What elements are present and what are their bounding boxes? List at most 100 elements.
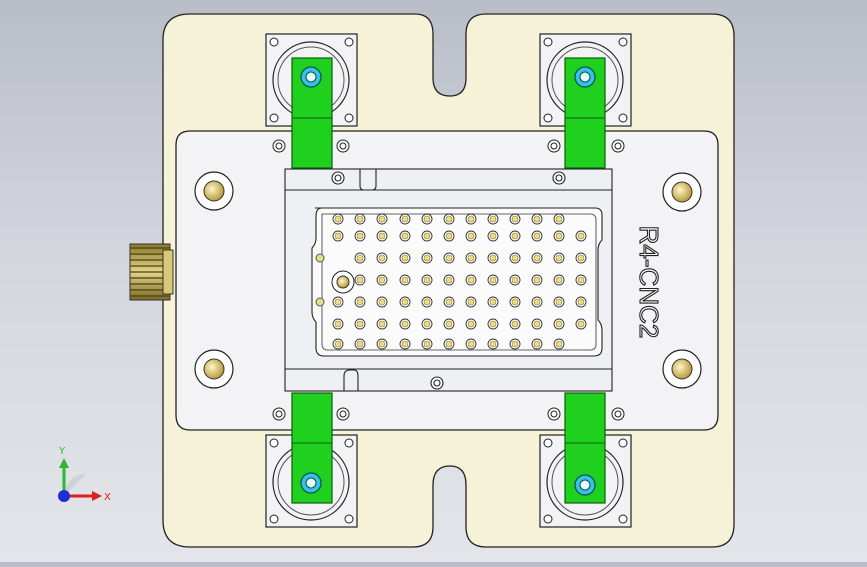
vacuum-hole-insert (489, 215, 497, 223)
vacuum-hole-insert (467, 298, 475, 306)
vacuum-hole-insert (445, 215, 453, 223)
vacuum-hole-insert (511, 254, 519, 262)
vacuum-hole-insert (334, 340, 342, 348)
vacuum-hole-insert (401, 254, 409, 262)
vacuum-hole-insert (511, 276, 519, 284)
vacuum-hole-insert (445, 254, 453, 262)
vacuum-hole-insert (334, 232, 342, 240)
vacuum-hole (315, 253, 325, 263)
vacuum-hole-insert (423, 232, 431, 240)
z-axis-dot-icon (58, 490, 70, 502)
vacuum-hole-insert (334, 298, 342, 306)
vacuum-hole-insert (577, 254, 585, 262)
vacuum-hole-insert (334, 215, 342, 223)
vacuum-hole-insert (555, 320, 563, 328)
vacuum-hole-insert (423, 298, 431, 306)
vacuum-hole-insert (356, 254, 364, 262)
vacuum-hole-insert (577, 298, 585, 306)
vacuum-hole-insert (555, 215, 563, 223)
vacuum-hole-insert (489, 276, 497, 284)
vacuum-hole-insert (445, 276, 453, 284)
clamp-arm-top-left[interactable] (291, 57, 333, 169)
vacuum-hole-insert (489, 232, 497, 240)
vacuum-hole-insert (467, 276, 475, 284)
vacuum-hole-insert (577, 320, 585, 328)
fixture-bolt-holes (272, 139, 625, 421)
vacuum-hole-insert (423, 340, 431, 348)
vacuum-hole-insert (489, 340, 497, 348)
vacuum-hole-insert (423, 254, 431, 262)
coordinate-triad: Y X (58, 446, 111, 503)
vacuum-hole-insert (467, 232, 475, 240)
vacuum-hole-insert (334, 320, 342, 328)
vacuum-hole-insert (356, 232, 364, 240)
vacuum-hole-insert (511, 232, 519, 240)
vacuum-hole-insert (378, 320, 386, 328)
vacuum-hole-insert (467, 320, 475, 328)
vacuum-hole-insert (533, 276, 541, 284)
vacuum-hole-insert (489, 298, 497, 306)
clamp-arm-bottom-right[interactable] (564, 392, 606, 504)
vacuum-hole-insert (378, 232, 386, 240)
vacuum-hole-insert (555, 298, 563, 306)
vacuum-hole-insert (445, 320, 453, 328)
vacuum-hole-insert (378, 276, 386, 284)
vacuum-hole-insert (555, 254, 563, 262)
vacuum-hole-grid (315, 213, 587, 350)
vacuum-hole-insert (467, 340, 475, 348)
vacuum-hole-insert (401, 298, 409, 306)
clamp-arm-bottom-left[interactable] (291, 392, 333, 504)
vacuum-hole-insert (489, 254, 497, 262)
vacuum-hole-insert (423, 320, 431, 328)
vacuum-hole-insert (577, 232, 585, 240)
vacuum-hole-insert (356, 320, 364, 328)
threaded-fitting[interactable] (129, 243, 174, 301)
vacuum-hole-insert (401, 320, 409, 328)
vacuum-hole-insert (401, 340, 409, 348)
vacuum-hole-insert (356, 276, 364, 284)
vacuum-hole-insert (423, 276, 431, 284)
locating-pin-bottom-left[interactable] (194, 349, 234, 389)
vacuum-hole-insert (533, 320, 541, 328)
locating-pin-top-right[interactable] (662, 172, 702, 212)
locating-pin-top-left[interactable] (194, 171, 234, 211)
vacuum-hole-insert (533, 340, 541, 348)
vacuum-hole-insert (401, 232, 409, 240)
vacuum-hole-insert (533, 254, 541, 262)
vacuum-hole-insert (511, 298, 519, 306)
vacuum-hole-insert (467, 215, 475, 223)
vacuum-hole-insert (423, 215, 431, 223)
vacuum-hole-insert (555, 340, 563, 348)
vacuum-hole-insert (378, 254, 386, 262)
vacuum-hole-insert (378, 340, 386, 348)
vacuum-hole-insert (467, 254, 475, 262)
vacuum-hole-insert (378, 298, 386, 306)
clamp-arm-top-right[interactable] (564, 57, 606, 169)
vacuum-hole-insert (356, 340, 364, 348)
vacuum-hole-insert (401, 276, 409, 284)
vacuum-hole-insert (533, 215, 541, 223)
vacuum-hole-insert (445, 340, 453, 348)
vacuum-hole-insert (511, 340, 519, 348)
vacuum-hole-insert (555, 232, 563, 240)
y-axis-label: Y (58, 446, 66, 457)
vacuum-hole-insert (533, 298, 541, 306)
vacuum-hole-insert (356, 298, 364, 306)
locating-pin-bottom-right[interactable] (662, 349, 702, 389)
vacuum-hole (315, 297, 325, 307)
vacuum-hole-insert (489, 320, 497, 328)
vacuum-hole-insert (533, 232, 541, 240)
vacuum-hole-insert (445, 232, 453, 240)
vacuum-hole-insert (555, 276, 563, 284)
vacuum-hole-insert (511, 215, 519, 223)
vacuum-hole-insert (378, 215, 386, 223)
vacuum-hole-insert (511, 320, 519, 328)
part-label: R4-CNC2 (634, 226, 664, 339)
center-datum-hole[interactable] (331, 270, 355, 294)
x-axis-label: X (104, 492, 111, 503)
vacuum-hole-insert (445, 298, 453, 306)
vacuum-hole-insert (401, 215, 409, 223)
vacuum-hole-insert (356, 215, 364, 223)
